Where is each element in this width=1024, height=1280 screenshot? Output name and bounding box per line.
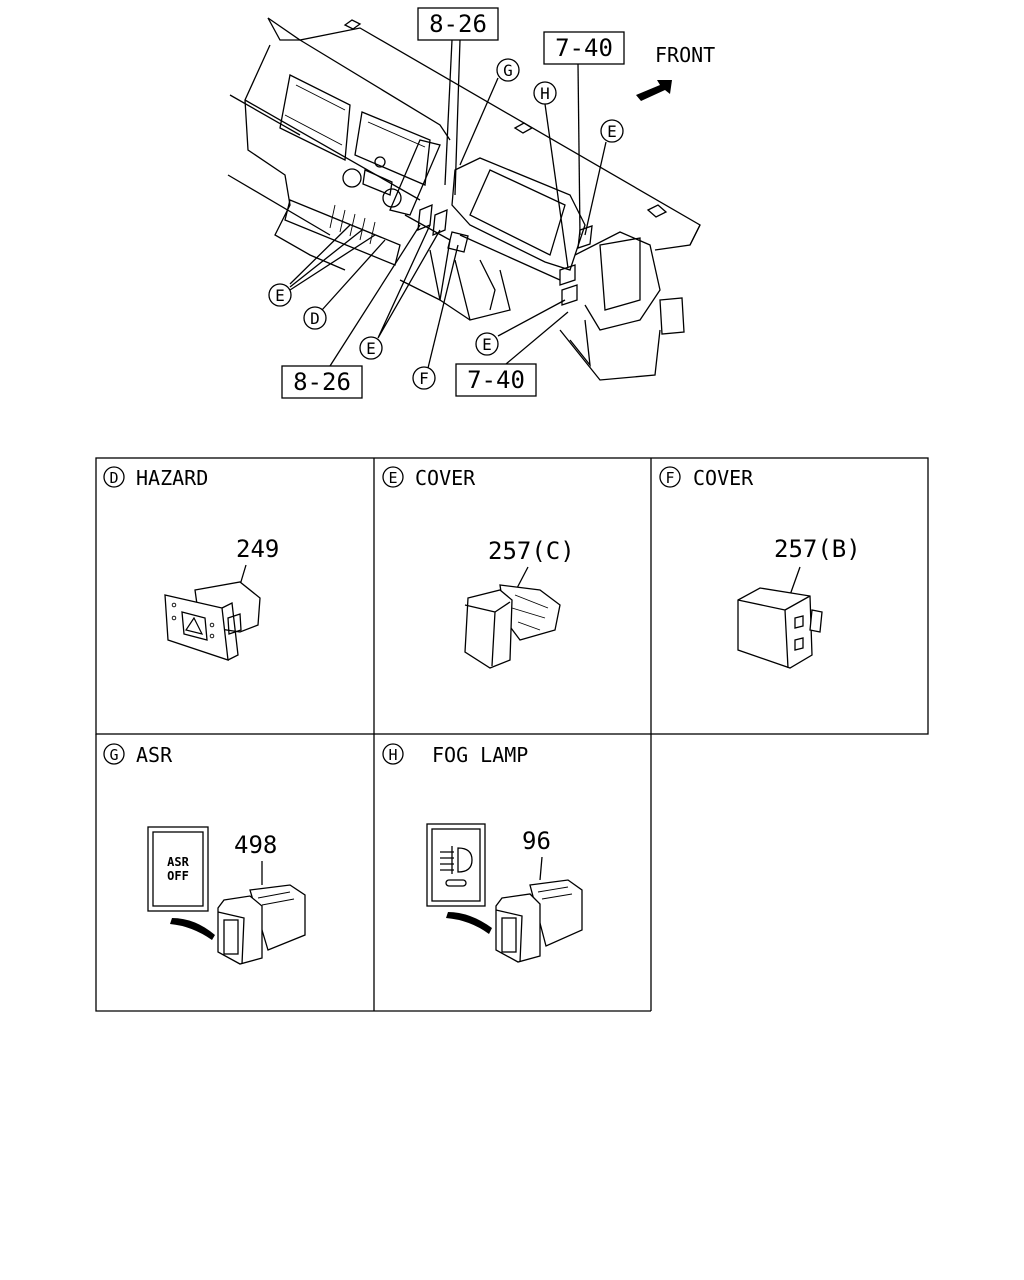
- part-number: 249: [236, 535, 279, 563]
- callout-h[interactable]: H: [533, 81, 557, 105]
- switch-cover-icon: [464, 584, 561, 669]
- svg-text:E: E: [482, 335, 492, 354]
- panel-asr[interactable]: G ASR 498 ASR OFF: [103, 743, 306, 965]
- dashboard-illustration-icon: [227, 17, 701, 381]
- front-arrow-icon: [636, 80, 672, 101]
- panel-hazard[interactable]: D HAZARD 249: [103, 466, 279, 661]
- page-ref-bottom-7-40[interactable]: 7-40: [455, 363, 537, 397]
- panel-title: COVER: [415, 466, 476, 490]
- asr-label-line: OFF: [167, 869, 189, 883]
- asr-switch-icon: ASR OFF: [147, 826, 306, 965]
- panel-title: ASR: [136, 743, 173, 767]
- panel-cover-f[interactable]: F COVER 257(B): [659, 466, 861, 669]
- svg-text:D: D: [310, 309, 320, 328]
- callout-e-left[interactable]: E: [268, 283, 292, 307]
- callout-f[interactable]: F: [412, 366, 436, 390]
- svg-text:H: H: [540, 84, 550, 103]
- page-ref-top-7-40[interactable]: 7-40: [543, 31, 625, 65]
- switch-blank-cover-icon: [737, 587, 823, 669]
- panel-letter: F: [665, 469, 674, 487]
- callout-d[interactable]: D: [303, 306, 327, 330]
- svg-text:E: E: [275, 286, 285, 305]
- front-label: FRONT: [655, 43, 715, 67]
- callout-e-center[interactable]: E: [359, 336, 383, 360]
- svg-text:F: F: [419, 369, 429, 388]
- panel-cover-e[interactable]: E COVER 257(C): [382, 466, 575, 669]
- panel-letter: H: [388, 746, 397, 764]
- part-number: 257(C): [488, 537, 575, 565]
- part-number: 96: [522, 827, 551, 855]
- parts-grid: [95, 457, 929, 1012]
- callout-g[interactable]: G: [496, 58, 520, 82]
- panel-title: COVER: [693, 466, 754, 490]
- page-ref-text: 8-26: [429, 10, 487, 38]
- page-ref-top-8-26[interactable]: 8-26: [417, 7, 499, 41]
- panel-letter: D: [109, 469, 118, 487]
- page-ref-text: 8-26: [293, 368, 351, 396]
- panel-fog-lamp[interactable]: H FOG LAMP 96: [382, 743, 583, 963]
- svg-text:G: G: [503, 61, 513, 80]
- part-number: 498: [234, 831, 277, 859]
- asr-label-line: ASR: [167, 855, 189, 869]
- page-ref-text: 7-40: [467, 366, 525, 394]
- hazard-switch-icon: [164, 581, 261, 661]
- page-ref-text: 7-40: [555, 34, 613, 62]
- callout-e-lower[interactable]: E: [475, 332, 499, 356]
- part-number: 257(B): [774, 535, 861, 563]
- panel-title: FOG LAMP: [432, 743, 528, 767]
- leader-lines: [289, 39, 607, 369]
- panel-letter: E: [388, 469, 397, 487]
- fog-lamp-switch-icon: [426, 823, 583, 963]
- panel-letter: G: [109, 746, 118, 764]
- callout-e-right[interactable]: E: [600, 119, 624, 143]
- svg-text:E: E: [366, 339, 376, 358]
- svg-text:E: E: [607, 122, 617, 141]
- panel-title: HAZARD: [136, 466, 208, 490]
- page-ref-bottom-8-26[interactable]: 8-26: [281, 365, 363, 399]
